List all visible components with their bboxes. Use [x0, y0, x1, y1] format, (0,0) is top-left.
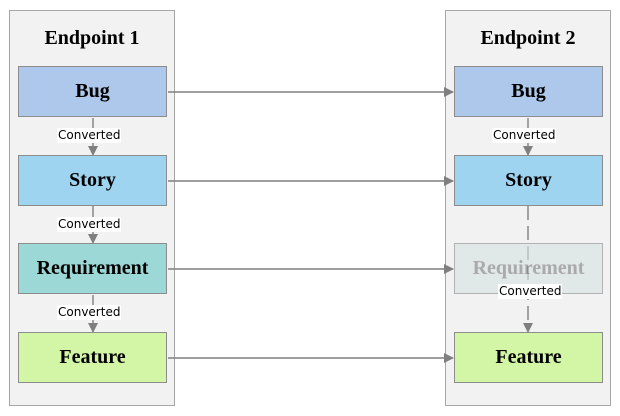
right-item-bug: Bug [454, 66, 603, 117]
left-converted-label-2: Converted [57, 217, 122, 232]
right-item-feature: Feature [454, 332, 603, 383]
left-converted-label-3: Converted [57, 305, 122, 320]
left-item-bug: Bug [18, 66, 167, 117]
left-item-requirement: Requirement [18, 243, 167, 294]
endpoint-1-title: Endpoint 1 [44, 27, 140, 49]
right-converted-label-1: Converted [492, 128, 557, 143]
left-item-feature: Feature [18, 332, 167, 383]
right-item-story: Story [454, 155, 603, 206]
left-item-story: Story [18, 155, 167, 206]
left-converted-label-1: Converted [57, 128, 122, 143]
right-converted-label-2: Converted [498, 284, 563, 299]
endpoint-2-title: Endpoint 2 [480, 27, 576, 49]
